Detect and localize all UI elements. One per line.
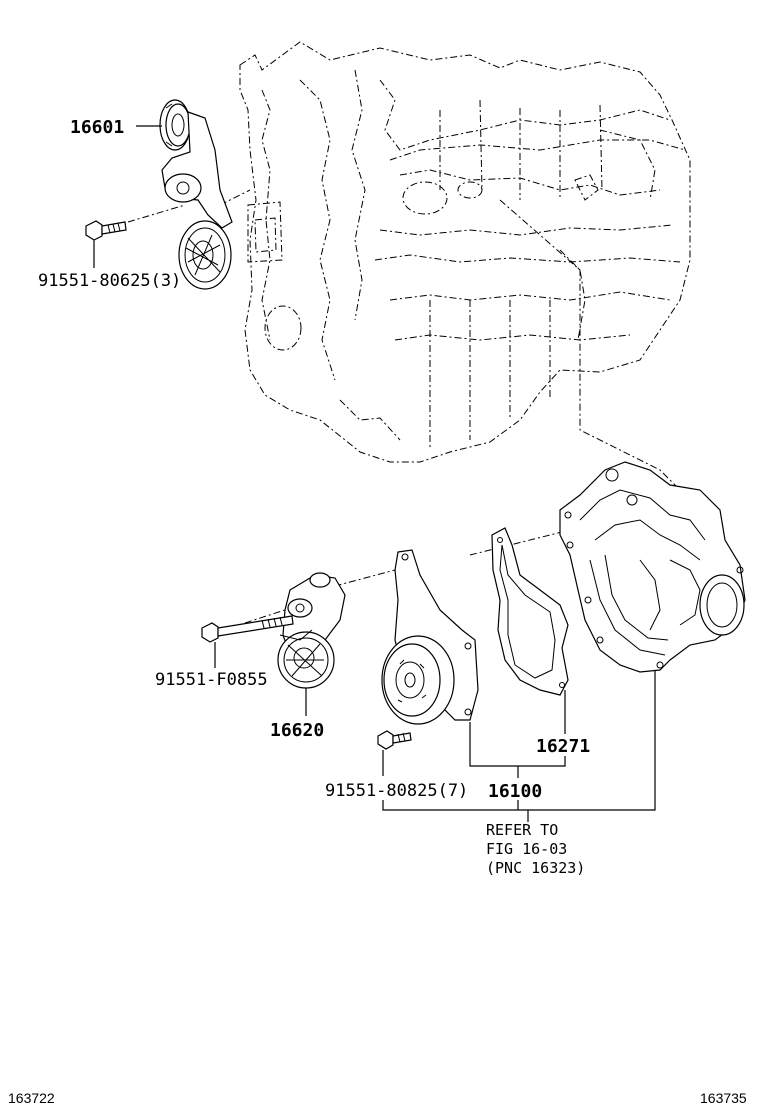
- water-pump-pulley: [381, 549, 479, 725]
- label-water-pump-assy: 16100: [488, 781, 542, 802]
- idler-pulley-assembly: [159, 99, 233, 290]
- bolt-upper-icon: [85, 220, 127, 241]
- tensioner-assembly: [277, 572, 346, 689]
- reference-line-2: FIG 16-03: [486, 840, 567, 858]
- bolt-tensioner-icon: [201, 615, 294, 643]
- footer-left-code: 163722: [8, 1090, 55, 1106]
- water-pump-housing: [559, 461, 746, 673]
- label-bolt-upper: 91551-80625(3): [38, 271, 181, 291]
- bolt-pump-icon: [377, 730, 412, 750]
- footer-right-code: 163735: [700, 1090, 747, 1106]
- label-idler-pulley: 16601: [70, 117, 124, 138]
- reference-line-1: REFER TO: [486, 821, 558, 839]
- label-gasket: 16271: [536, 736, 590, 757]
- engine-block-outline: [239, 41, 691, 463]
- gasket-outline: [491, 527, 569, 696]
- label-bolt-pump: 91551-80825(7): [325, 781, 468, 801]
- label-tensioner: 16620: [270, 720, 324, 741]
- label-bolt-tensioner: 91551-F0855: [155, 670, 268, 690]
- reference-line-3: (PNC 16323): [486, 859, 585, 877]
- leader-lines: [93, 125, 656, 822]
